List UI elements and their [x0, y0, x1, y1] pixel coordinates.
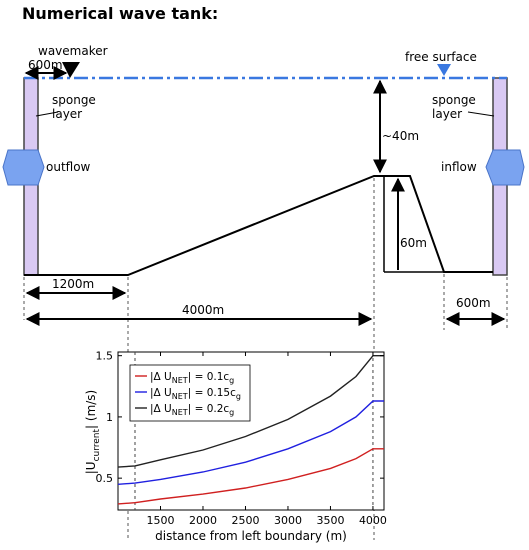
depth-shelf-label: 60m — [400, 236, 427, 250]
x-tick-label: 1500 — [146, 514, 174, 527]
wavemaker-marker-icon — [62, 62, 80, 78]
current-chart: 1500 2000 2500 3000 3500 4000 0.5 1 1.5 |Δ UNET|… — [84, 350, 387, 543]
page-title: Numerical wave tank: — [22, 4, 219, 23]
sponge-left-label-2: layer — [52, 107, 82, 121]
x-tick-label: 3000 — [274, 514, 302, 527]
tank-schematic: wavemaker 600m free surface sponge layer… — [2, 44, 525, 540]
x-tick-label: 4000 — [359, 514, 387, 527]
x-tick-label: 3500 — [316, 514, 344, 527]
left-offset-label: 600m — [28, 58, 63, 72]
inflow-label: inflow — [441, 160, 477, 174]
outflow-arrow-icon — [2, 149, 45, 186]
sponge-left-leader — [35, 111, 59, 117]
right-length-label: 600m — [456, 296, 491, 310]
sponge-right-label-1: sponge — [432, 93, 476, 107]
wavemaker-label: wavemaker — [38, 44, 108, 58]
x-tick-label: 2000 — [189, 514, 217, 527]
y-tick-label: 1 — [106, 411, 113, 424]
y-tick-label: 1.5 — [96, 350, 114, 363]
total-length-label: 4000m — [182, 303, 224, 317]
series-line-0 — [117, 448, 384, 505]
bottom-profile — [24, 175, 493, 276]
x-tick-label: 2500 — [231, 514, 259, 527]
free-surface-marker-icon — [437, 64, 451, 76]
legend-entry: |Δ UNET| = 0.1cg — [150, 371, 234, 385]
outflow-label: outflow — [46, 160, 91, 174]
free-surface-label: free surface — [405, 50, 477, 64]
legend-entry: |Δ UNET| = 0.2cg — [150, 403, 234, 417]
legend-box — [129, 364, 251, 422]
legend-entry: |Δ UNET| = 0.15cg — [150, 387, 241, 401]
inflow-arrow-icon — [485, 149, 525, 186]
sponge-right-leader — [467, 111, 495, 117]
sponge-right-label-2: layer — [432, 107, 462, 121]
y-axis-label: |Ucurrent| (m/s) — [84, 390, 102, 475]
flat-length-label: 1200m — [52, 277, 94, 291]
depth-deep-label: ~40m — [382, 129, 419, 143]
x-axis-label: distance from left boundary (m) — [155, 529, 347, 543]
y-tick-label: 0.5 — [96, 472, 114, 485]
series-line-1 — [117, 400, 384, 485]
series-line-2 — [117, 355, 384, 468]
sponge-left-label-1: sponge — [52, 93, 96, 107]
